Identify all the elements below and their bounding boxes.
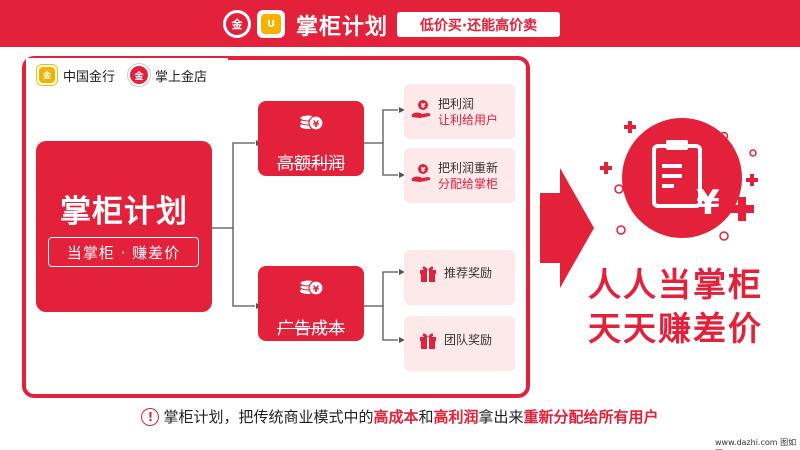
- plan-box: [36, 141, 212, 312]
- svg-text:¥: ¥: [696, 183, 720, 223]
- item2-line2: 分配给掌柜: [438, 177, 499, 191]
- connector-cost-item3: [363, 271, 398, 307]
- footer-note: !掌柜计划，把传统商业模式中的高成本和高利润拿出来重新分配给所有用户: [0, 406, 800, 427]
- coin-icon: ¥: [299, 279, 324, 296]
- svg-text:¥: ¥: [421, 166, 426, 174]
- hand-coin-icon: ¥: [412, 100, 431, 118]
- brand-name-2: 掌上金店: [155, 70, 208, 85]
- gift-icon: [420, 266, 436, 282]
- item3-label: 推荐奖励: [444, 266, 493, 280]
- brand-name-1: 中国金行: [63, 70, 116, 85]
- arrowhead: [399, 107, 405, 113]
- clipboard-yuan-icon: ¥: [600, 118, 758, 241]
- connector-profit-item1: [363, 109, 398, 144]
- gift-icon: [420, 333, 436, 349]
- arrowhead: [399, 337, 405, 343]
- item1-line2: 让利给用户: [438, 113, 499, 127]
- big-arrow-icon: [540, 168, 594, 288]
- arrowhead: [399, 269, 405, 275]
- app-logo: U: [257, 10, 285, 38]
- list-item: [404, 148, 515, 203]
- high-profit-label: 高额利润: [277, 154, 345, 174]
- coin-icon: ¥: [299, 114, 324, 131]
- result-line-2: 天天赚差价: [588, 309, 763, 348]
- banner-slogan: 低价买·还能高价卖: [397, 12, 560, 37]
- ad-cost-label: 广告成本: [277, 319, 345, 339]
- list-item: [404, 84, 515, 139]
- warning-icon: !: [141, 408, 160, 426]
- svg-text:¥: ¥: [313, 120, 320, 130]
- svg-text:¥: ¥: [313, 285, 320, 295]
- item4-label: 团队奖励: [444, 333, 493, 347]
- plan-subtitle: 当掌柜 · 赚差价: [48, 237, 199, 267]
- banner-title: 掌柜计划: [296, 15, 389, 40]
- zhongguo-jinhang-logo: 金: [36, 64, 58, 86]
- high-profit-box: [258, 101, 364, 176]
- plan-title: 掌柜计划: [60, 194, 188, 230]
- connector-cost-item4: [382, 306, 398, 341]
- hand-coin-icon: ¥: [412, 164, 431, 182]
- watermark: www.dazhi.com 图如网: [715, 438, 797, 450]
- connector-plan-cost: [232, 228, 255, 307]
- svg-text:¥: ¥: [421, 102, 426, 110]
- ad-cost-box: [258, 266, 364, 341]
- connector-plan-profit: [212, 142, 255, 229]
- item1-line1: 把利润: [438, 97, 475, 111]
- china-gold-logo: 金: [223, 10, 251, 38]
- result-line-1: 人人当掌柜: [588, 265, 763, 304]
- item2-line1: 把利润重新: [438, 161, 499, 175]
- arrowhead: [399, 172, 405, 178]
- zhangshang-jindian-logo: 金: [127, 63, 151, 87]
- connector-profit-item2: [382, 143, 398, 176]
